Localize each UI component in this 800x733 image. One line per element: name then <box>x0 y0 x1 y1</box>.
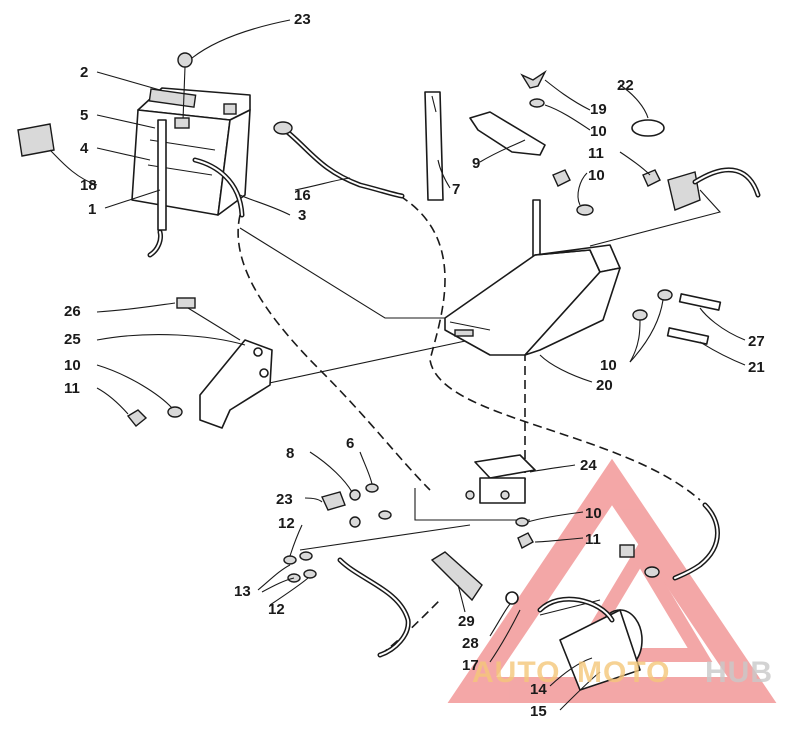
callout-23b: 23 <box>276 491 293 508</box>
wire-connector <box>667 167 761 211</box>
solenoid <box>465 454 536 504</box>
wing-nut <box>520 69 547 89</box>
watermark-auto: AUTO <box>472 656 560 689</box>
terminal-boot <box>430 551 483 602</box>
callout-8: 8 <box>286 445 294 462</box>
assembly-outline <box>239 189 722 551</box>
callout-10c: 10 <box>600 357 617 374</box>
callout-1: 1 <box>88 201 96 218</box>
callout-3: 3 <box>298 207 306 224</box>
starter-motor <box>537 596 643 691</box>
lower-wire-harness <box>337 557 411 658</box>
callout-24: 24 <box>580 457 597 474</box>
leader-lines <box>49 19 746 711</box>
callout-9: 9 <box>472 155 480 172</box>
solenoid-hardware <box>321 483 392 528</box>
callout-27: 27 <box>748 333 765 350</box>
washer-nut-set-upper <box>552 169 661 216</box>
tray-bolts <box>632 289 722 345</box>
callout-26: 26 <box>64 303 81 320</box>
callout-16: 16 <box>294 187 311 204</box>
callout-22: 22 <box>617 77 634 94</box>
starter-cable <box>619 502 720 581</box>
strap-bracket <box>469 111 546 156</box>
callout-21: 21 <box>748 359 765 376</box>
callout-29: 29 <box>458 613 475 630</box>
callout-10e: 10 <box>585 505 602 522</box>
callout-6: 6 <box>346 435 354 452</box>
bracket-bolt <box>176 297 241 341</box>
watermark-text: AUTO MOTO HUB <box>472 656 773 689</box>
battery-tray <box>444 244 621 356</box>
callout-19: 19 <box>590 101 607 118</box>
callout-5: 5 <box>80 107 88 124</box>
callout-10b: 10 <box>588 167 605 184</box>
callout-14: 14 <box>530 681 547 698</box>
solenoid-washer-nut <box>515 517 534 549</box>
callout-17: 17 <box>462 657 479 674</box>
callout-2: 2 <box>80 64 88 81</box>
battery-cable-positive <box>273 121 405 199</box>
callout-10d: 10 <box>64 357 81 374</box>
hold-down-strap <box>424 91 444 201</box>
callout-12a: 12 <box>278 515 295 532</box>
battery-vent-tube <box>147 229 163 258</box>
callout-4: 4 <box>80 140 89 157</box>
callout-11c: 11 <box>585 531 601 548</box>
callout-11a: 11 <box>588 145 604 162</box>
callout-15: 15 <box>530 703 547 720</box>
callout-23a: 23 <box>294 11 311 28</box>
battery-terminals <box>174 103 237 129</box>
callout-20: 20 <box>596 377 613 394</box>
cable-eyelet <box>505 591 519 605</box>
callout-18: 18 <box>80 177 97 194</box>
battery-strap <box>157 119 167 231</box>
callout-28: 28 <box>462 635 479 652</box>
terminal-nuts <box>283 551 317 583</box>
battery-cable-negative <box>192 157 245 218</box>
callout-7: 7 <box>452 181 460 198</box>
callout-12b: 12 <box>268 601 285 618</box>
watermark-hub: HUB <box>705 656 773 689</box>
terminal-cap <box>177 52 193 121</box>
battery <box>131 87 251 216</box>
retaining-clip <box>631 119 665 137</box>
decal-plate <box>17 123 55 157</box>
callout-13: 13 <box>234 583 251 600</box>
watermark-logo <box>447 458 777 703</box>
top-washer <box>529 98 545 108</box>
callout-10a: 10 <box>590 123 607 140</box>
bracket-washer-nut <box>126 406 183 427</box>
callout-25: 25 <box>64 331 81 348</box>
mounting-bracket <box>199 339 273 429</box>
callout-labels: 23 2 5 4 18 1 3 16 9 7 19 10 22 11 10 27… <box>64 11 765 720</box>
watermark-moto: MOTO <box>577 656 670 689</box>
callout-11b: 11 <box>64 380 80 397</box>
